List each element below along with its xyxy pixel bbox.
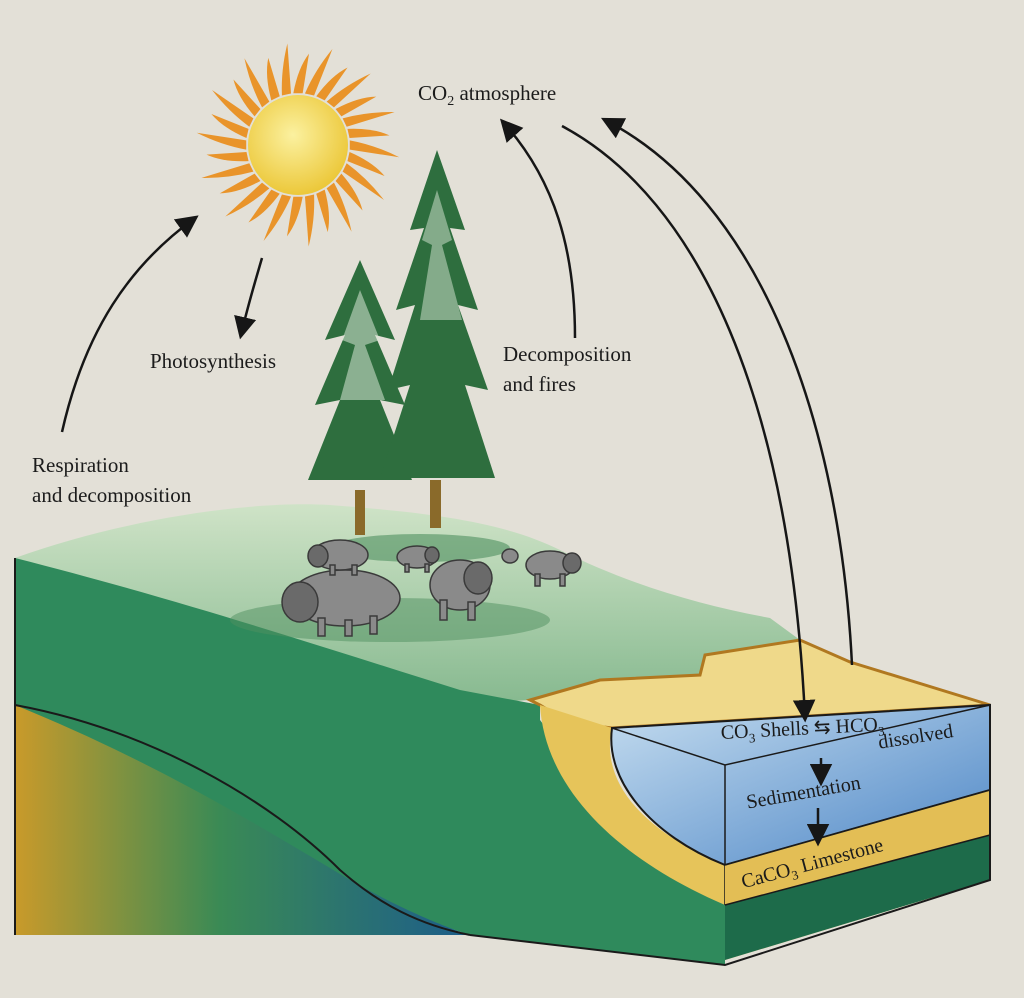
sun-ray [225,182,270,217]
limestone-layer [725,790,990,905]
co2-atmosphere-label: CO2 atmosphere [418,81,557,110]
soil-cross-section [15,705,470,935]
conifer-tree-icon [380,150,495,528]
sun-ray [212,90,254,127]
atmosphere-to-water-arrow [561,124,816,723]
bedrock-layer [725,835,990,960]
sun-ray [335,96,377,117]
sun-ray [293,53,310,94]
sun-ray [211,113,249,139]
bison-herd-icon [281,539,582,637]
sun-ray [266,57,280,101]
sun-ray [196,132,247,150]
land-front [15,558,725,965]
sun-ray [342,112,395,127]
sun-ray [347,151,385,177]
sun-ray [349,140,400,158]
sun-icon [196,43,400,247]
sun-ray [248,189,280,223]
decomposition-fires-label: Decomposition and fires [503,342,632,396]
photosynthesis-label: Photosynthesis [150,349,277,373]
respiration-arrow [60,215,199,433]
sun-ray [206,151,249,162]
sun-ray [201,163,254,178]
photosynthesis-arrow [234,257,264,340]
respiration-label: Respiration and decomposition [32,453,192,507]
sun-ray [347,128,390,139]
sun-ray [326,73,371,108]
sun-ray [316,67,348,101]
sun-ray [342,163,384,200]
conifer-tree-icon [308,260,412,535]
sun-ray [263,194,292,242]
sun-ray [286,196,303,237]
decomposition-fires-arrow [499,118,577,339]
sun-ray [326,182,352,232]
sun-ray [244,58,270,108]
sun-ray [233,79,261,117]
sun-ray [304,194,315,247]
water-to-atmosphere-arrow [601,117,854,666]
equilibrium-arrows-icon: ⇆ [813,716,832,740]
sun-ray [281,43,292,96]
sun-ray [219,173,261,194]
sun-ray [316,189,330,233]
sun-ray [304,48,333,96]
sun-ray [335,173,363,211]
